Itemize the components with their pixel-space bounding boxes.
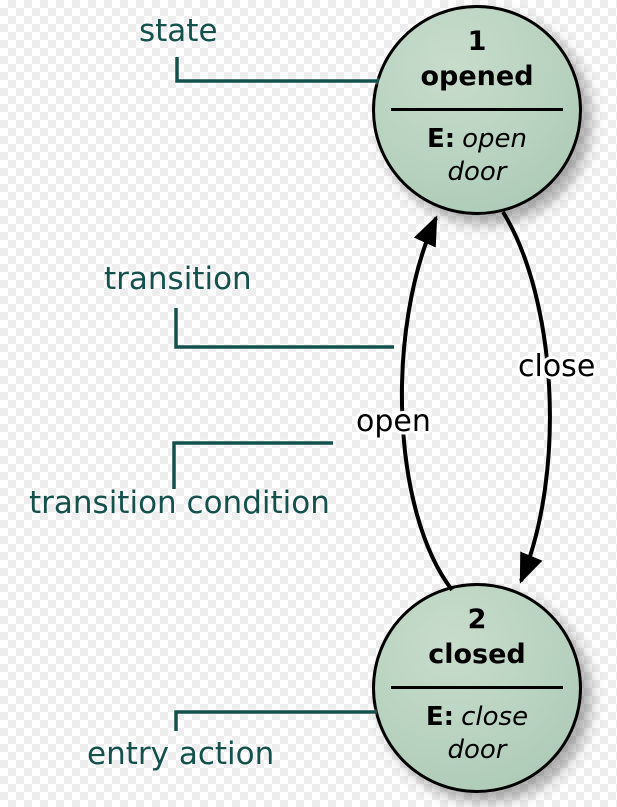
- entry-action-line: E:open: [375, 123, 579, 156]
- entry-action-text-line2: door: [447, 157, 507, 187]
- legend-transition-condition: transition condition: [29, 485, 330, 521]
- entry-action-text: close: [461, 702, 529, 732]
- state-node-opened: 1 opened E:open door: [372, 5, 582, 215]
- callout-line-entry-action: [174, 710, 376, 731]
- state-divider-line: [391, 686, 563, 689]
- state-node-closed: 2 closed E:close door: [372, 583, 582, 793]
- callout-line-transition: [174, 308, 394, 349]
- transition-arc-open: [399, 215, 454, 592]
- transition-arc-close: [501, 210, 552, 584]
- state-divider-line: [391, 108, 563, 111]
- callout-line-state: [175, 57, 379, 83]
- entry-action-line: E:close: [375, 701, 579, 734]
- legend-state: state: [139, 13, 218, 49]
- legend-transition: transition: [104, 261, 252, 297]
- transition-label-close: close: [518, 349, 596, 384]
- entry-action-text-line2: door: [447, 735, 507, 765]
- entry-prefix: E:: [426, 124, 456, 154]
- entry-action-text: open: [462, 124, 528, 154]
- state-number: 2: [467, 604, 487, 635]
- state-name: opened: [420, 61, 534, 92]
- callout-line-transition-condition: [172, 441, 333, 489]
- state-name: closed: [428, 639, 526, 670]
- transition-label-open: open: [356, 404, 431, 439]
- legend-entry-action: entry action: [87, 736, 275, 772]
- entry-prefix: E:: [425, 702, 455, 732]
- state-number: 1: [467, 26, 487, 57]
